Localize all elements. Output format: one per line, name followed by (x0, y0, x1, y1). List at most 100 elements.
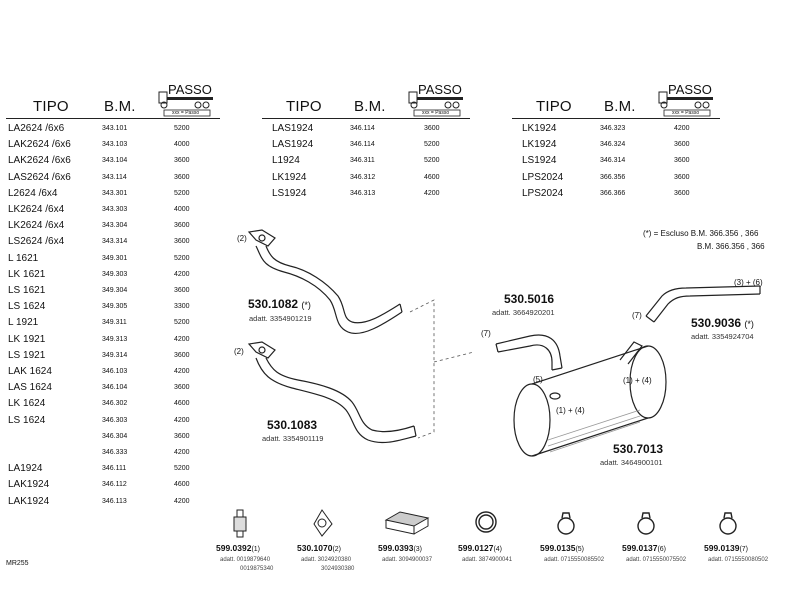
tipo-cell: LS 1921 (8, 349, 46, 361)
bm-cell: 346.313 (350, 189, 376, 197)
pipe-clamp-icon (557, 512, 575, 535)
bm-cell: 346.304 (102, 432, 128, 440)
bm-cell: 343.314 (102, 238, 128, 246)
tipo-cell: LAS1924 (272, 139, 314, 151)
pipe-530-1082-icon (247, 229, 403, 334)
pipe-530-5016-icon (495, 334, 563, 371)
pipe-530-9036-icon (645, 285, 761, 323)
bm-cell: 346.112 (102, 481, 127, 489)
tipo-cell: LK1924 (522, 139, 557, 151)
part-number-530-1082[interactable]: 530.1082 (*) (248, 297, 311, 311)
bm-cell: 346.303 (102, 416, 128, 424)
bm-cell: 349.304 (102, 287, 128, 294)
passo-cell: 4200 (174, 497, 190, 505)
passo-header: PASSO xxx = Passo (158, 82, 220, 118)
accessory-part-number[interactable]: 599.0127(4) (458, 543, 503, 553)
bm-cell: 346.302 (102, 400, 128, 408)
tipo-cell: LAK2624 /6x6 (8, 139, 71, 151)
bm-cell: 343.303 (102, 206, 128, 213)
pipe-clamp-icon (637, 512, 655, 535)
tipo-cell: L1924 (272, 155, 300, 167)
passo-cell: 4200 (174, 270, 190, 278)
bm-cell: 349.303 (102, 270, 128, 278)
tipo-header: TIPO (286, 98, 322, 115)
bm-cell: 366.366 (600, 189, 626, 197)
bm-header: B.M. (354, 98, 386, 115)
accessory-part-number[interactable]: 599.0393(3) (378, 543, 423, 553)
part-number-530-5016[interactable]: 530.5016 (504, 292, 555, 306)
tipo-cell: L 1621 (8, 252, 39, 264)
table-3-rule (512, 118, 720, 119)
passo-cell: 3600 (174, 384, 190, 392)
part-number-530-1083[interactable]: 530.1083 (267, 418, 318, 432)
passo-cell: 3600 (174, 432, 190, 440)
accessory-part-number[interactable]: 599.0137(6) (622, 543, 667, 553)
passo-cell: 5200 (174, 189, 190, 197)
ref-label: (7) (632, 311, 642, 320)
passo-label: PASSO (168, 82, 212, 97)
accessory-adapt: adatt. 0715550080502 (708, 557, 769, 563)
bm-cell: 346.324 (600, 141, 626, 149)
pipe-530-1083-icon (247, 341, 417, 444)
passo-cell: 3600 (174, 157, 190, 165)
accessory-adapt: 3024930380 (321, 566, 355, 572)
accessory-adapt: adatt. 3094900037 (382, 557, 433, 563)
tipo-header: TIPO (536, 98, 572, 115)
bm-cell: 346.111 (102, 465, 127, 473)
passo-cell: 3600 (674, 173, 690, 181)
tipo-cell: LA1924 (8, 463, 43, 475)
passo-header: PASSO xxx = Passo (408, 82, 470, 118)
passo-cell: 3600 (674, 157, 690, 165)
rubber-mount-icon (233, 509, 247, 538)
bm-cell: 343.114 (102, 173, 127, 181)
passo-cell: 4200 (174, 368, 190, 375)
bm-cell: 343.103 (102, 141, 128, 149)
muffler-530-7013-icon (513, 341, 667, 457)
bm-cell: 366.356 (600, 173, 626, 181)
accessory-part-number[interactable]: 599.0135(5) (540, 543, 585, 553)
tipo-cell: LK1924 (272, 171, 307, 183)
accessory-adapt: adatt. 3024920380 (301, 557, 352, 563)
bm-cell: 346.104 (102, 384, 128, 392)
accessory-adapt: 0019875340 (240, 566, 274, 572)
tipo-cell: LK2624 /6x4 (8, 220, 65, 232)
connection-guide-lines (409, 299, 475, 439)
truck-icon (158, 91, 213, 117)
ref-label: (1) + (4) (623, 376, 652, 385)
tipo-cell: LPS2024 (522, 171, 564, 183)
bm-cell: 346.114 (350, 125, 375, 132)
part-number-530-9036[interactable]: 530.9036 (*) (691, 316, 754, 330)
bm-cell: 343.101 (102, 125, 128, 132)
tipo-cell: LA2624 /6x6 (8, 123, 65, 134)
passo-cell: 5200 (174, 465, 190, 473)
accessory-part-number[interactable]: 599.0139(7) (704, 543, 749, 553)
truck-icon (408, 91, 463, 117)
tipo-cell: L 1921 (8, 317, 39, 329)
bm-cell: 343.301 (102, 189, 128, 197)
flange-gasket-icon (313, 509, 333, 537)
accessory-adapt: adatt. 0715550075502 (626, 557, 687, 563)
passo-cell: 5200 (424, 141, 440, 149)
bm-cell: 349.313 (102, 335, 128, 343)
bm-cell: 349.314 (102, 351, 128, 359)
part-adapt-530-9036: adatt. 3354924704 (691, 332, 754, 341)
table-2-rule (262, 118, 470, 119)
passo-cell: 4600 (174, 400, 190, 408)
tipo-cell: LPS2024 (522, 187, 564, 199)
passo-cell: 4200 (174, 335, 190, 343)
accessory-adapt: adatt. 0715550085502 (544, 557, 605, 563)
accessory-part-number[interactable]: 530.1070(2) (297, 543, 342, 553)
tipo-header: TIPO (33, 98, 69, 115)
passo-cell: 4000 (174, 141, 190, 149)
accessory-part-number[interactable]: 599.0392(1) (216, 543, 261, 553)
accessory-adapt: adatt. 0019879640 (220, 557, 271, 563)
tipo-cell: LAK 1624 (8, 366, 52, 377)
tipo-cell: LS2624 /6x4 (8, 236, 65, 248)
bm-cell: 349.301 (102, 254, 128, 262)
footer-code: MR255 (6, 560, 29, 567)
passo-cell: 3600 (174, 173, 190, 181)
passo-sub: xxx = Passo (422, 110, 450, 116)
bm-cell: 346.103 (102, 368, 128, 375)
part-number-530-7013[interactable]: 530.7013 (613, 442, 664, 456)
